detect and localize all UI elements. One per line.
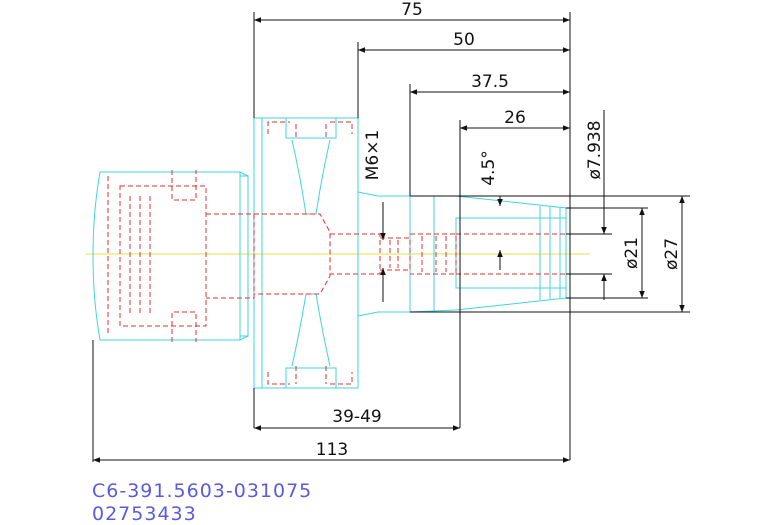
dim-taper-angle: 4.5° [479,150,499,186]
dim-body-to-end: 37.5 [471,72,509,92]
dim-total-length: 113 [316,440,348,460]
hidden-lines [107,121,566,385]
dim-overall-length: 75 [401,0,423,20]
dim-dia-mid: ø21 [622,237,642,269]
dim-dia-small: ø7.938 [585,120,605,179]
dim-adjust-range: 39-49 [332,407,381,427]
dimension-lines [92,12,690,463]
dim-thread: M6×1 [363,130,383,181]
dim-flange-to-end: 50 [453,30,475,50]
part-number: C6-391.5603-031075 [92,480,313,502]
dim-dia-large: ø27 [662,238,682,270]
dim-taper-length: 26 [504,108,526,128]
part-code: 02753433 [92,503,197,525]
